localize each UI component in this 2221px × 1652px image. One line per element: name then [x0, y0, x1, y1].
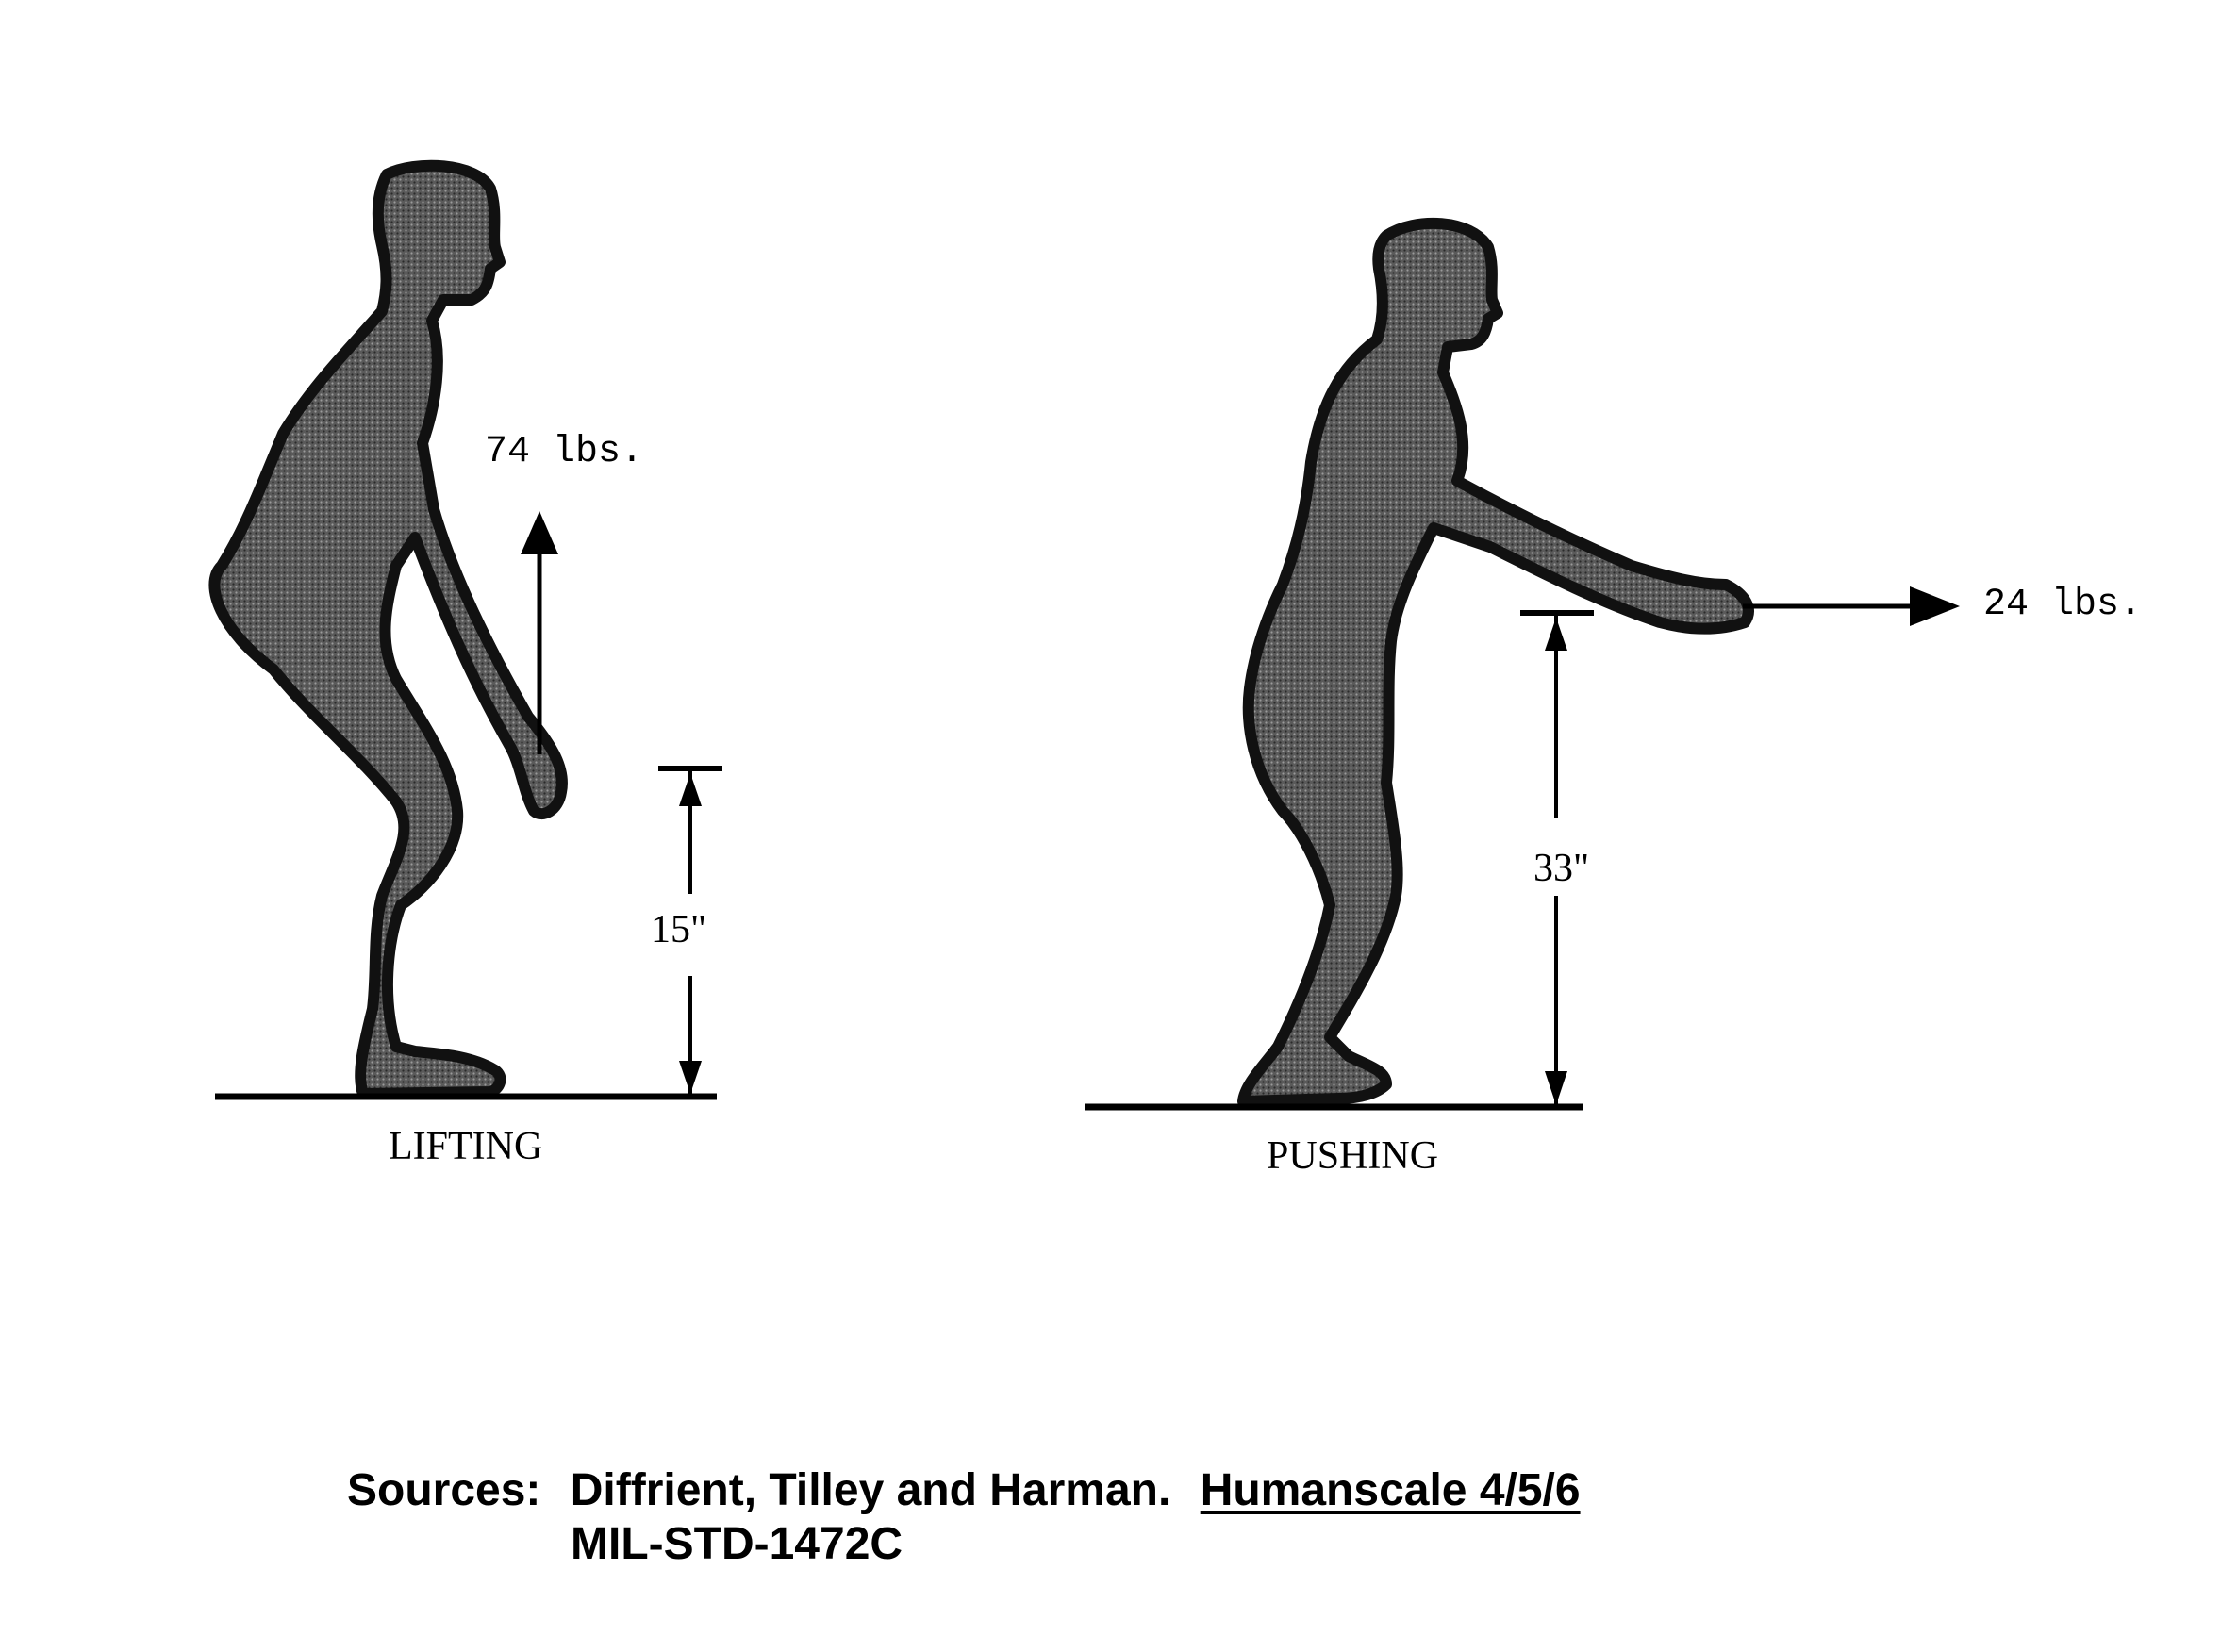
sources-standard: MIL-STD-1472C	[571, 1519, 903, 1569]
lifting-silhouette	[208, 159, 568, 1099]
pushing-silhouette	[1237, 217, 1754, 1107]
pushing-height-label: 33"	[1533, 847, 1590, 890]
sources-line-2: MIL-STD-1472C	[571, 1522, 903, 1567]
lifting-caption: LIFTING	[389, 1125, 543, 1168]
lifting-figure	[208, 159, 722, 1100]
pushing-caption: PUSHING	[1267, 1134, 1439, 1178]
pushing-force-arrowhead	[1910, 586, 1960, 626]
lifting-force-arrowhead	[521, 511, 558, 554]
sources-authors: Diffrient, Tilley and Harman.	[570, 1465, 1171, 1515]
sources-line-1: Sources: Diffrient, Tilley and Harman. H…	[347, 1468, 1581, 1513]
pushing-force-label: 24 lbs.	[1983, 584, 2143, 626]
sources-book-title: Humanscale 4/5/6	[1200, 1465, 1581, 1515]
lifting-force-label: 74 lbs.	[485, 431, 644, 473]
lifting-height-label: 15"	[651, 908, 707, 951]
lifting-dimension-arrow-up	[679, 773, 702, 806]
sources-prefix: Sources:	[347, 1465, 541, 1515]
pushing-dimension-arrow-down	[1545, 1071, 1567, 1105]
lifting-dimension-arrow-down	[679, 1061, 702, 1094]
pushing-dimension-arrow-up	[1545, 618, 1567, 651]
pushing-figure	[1085, 217, 1960, 1111]
